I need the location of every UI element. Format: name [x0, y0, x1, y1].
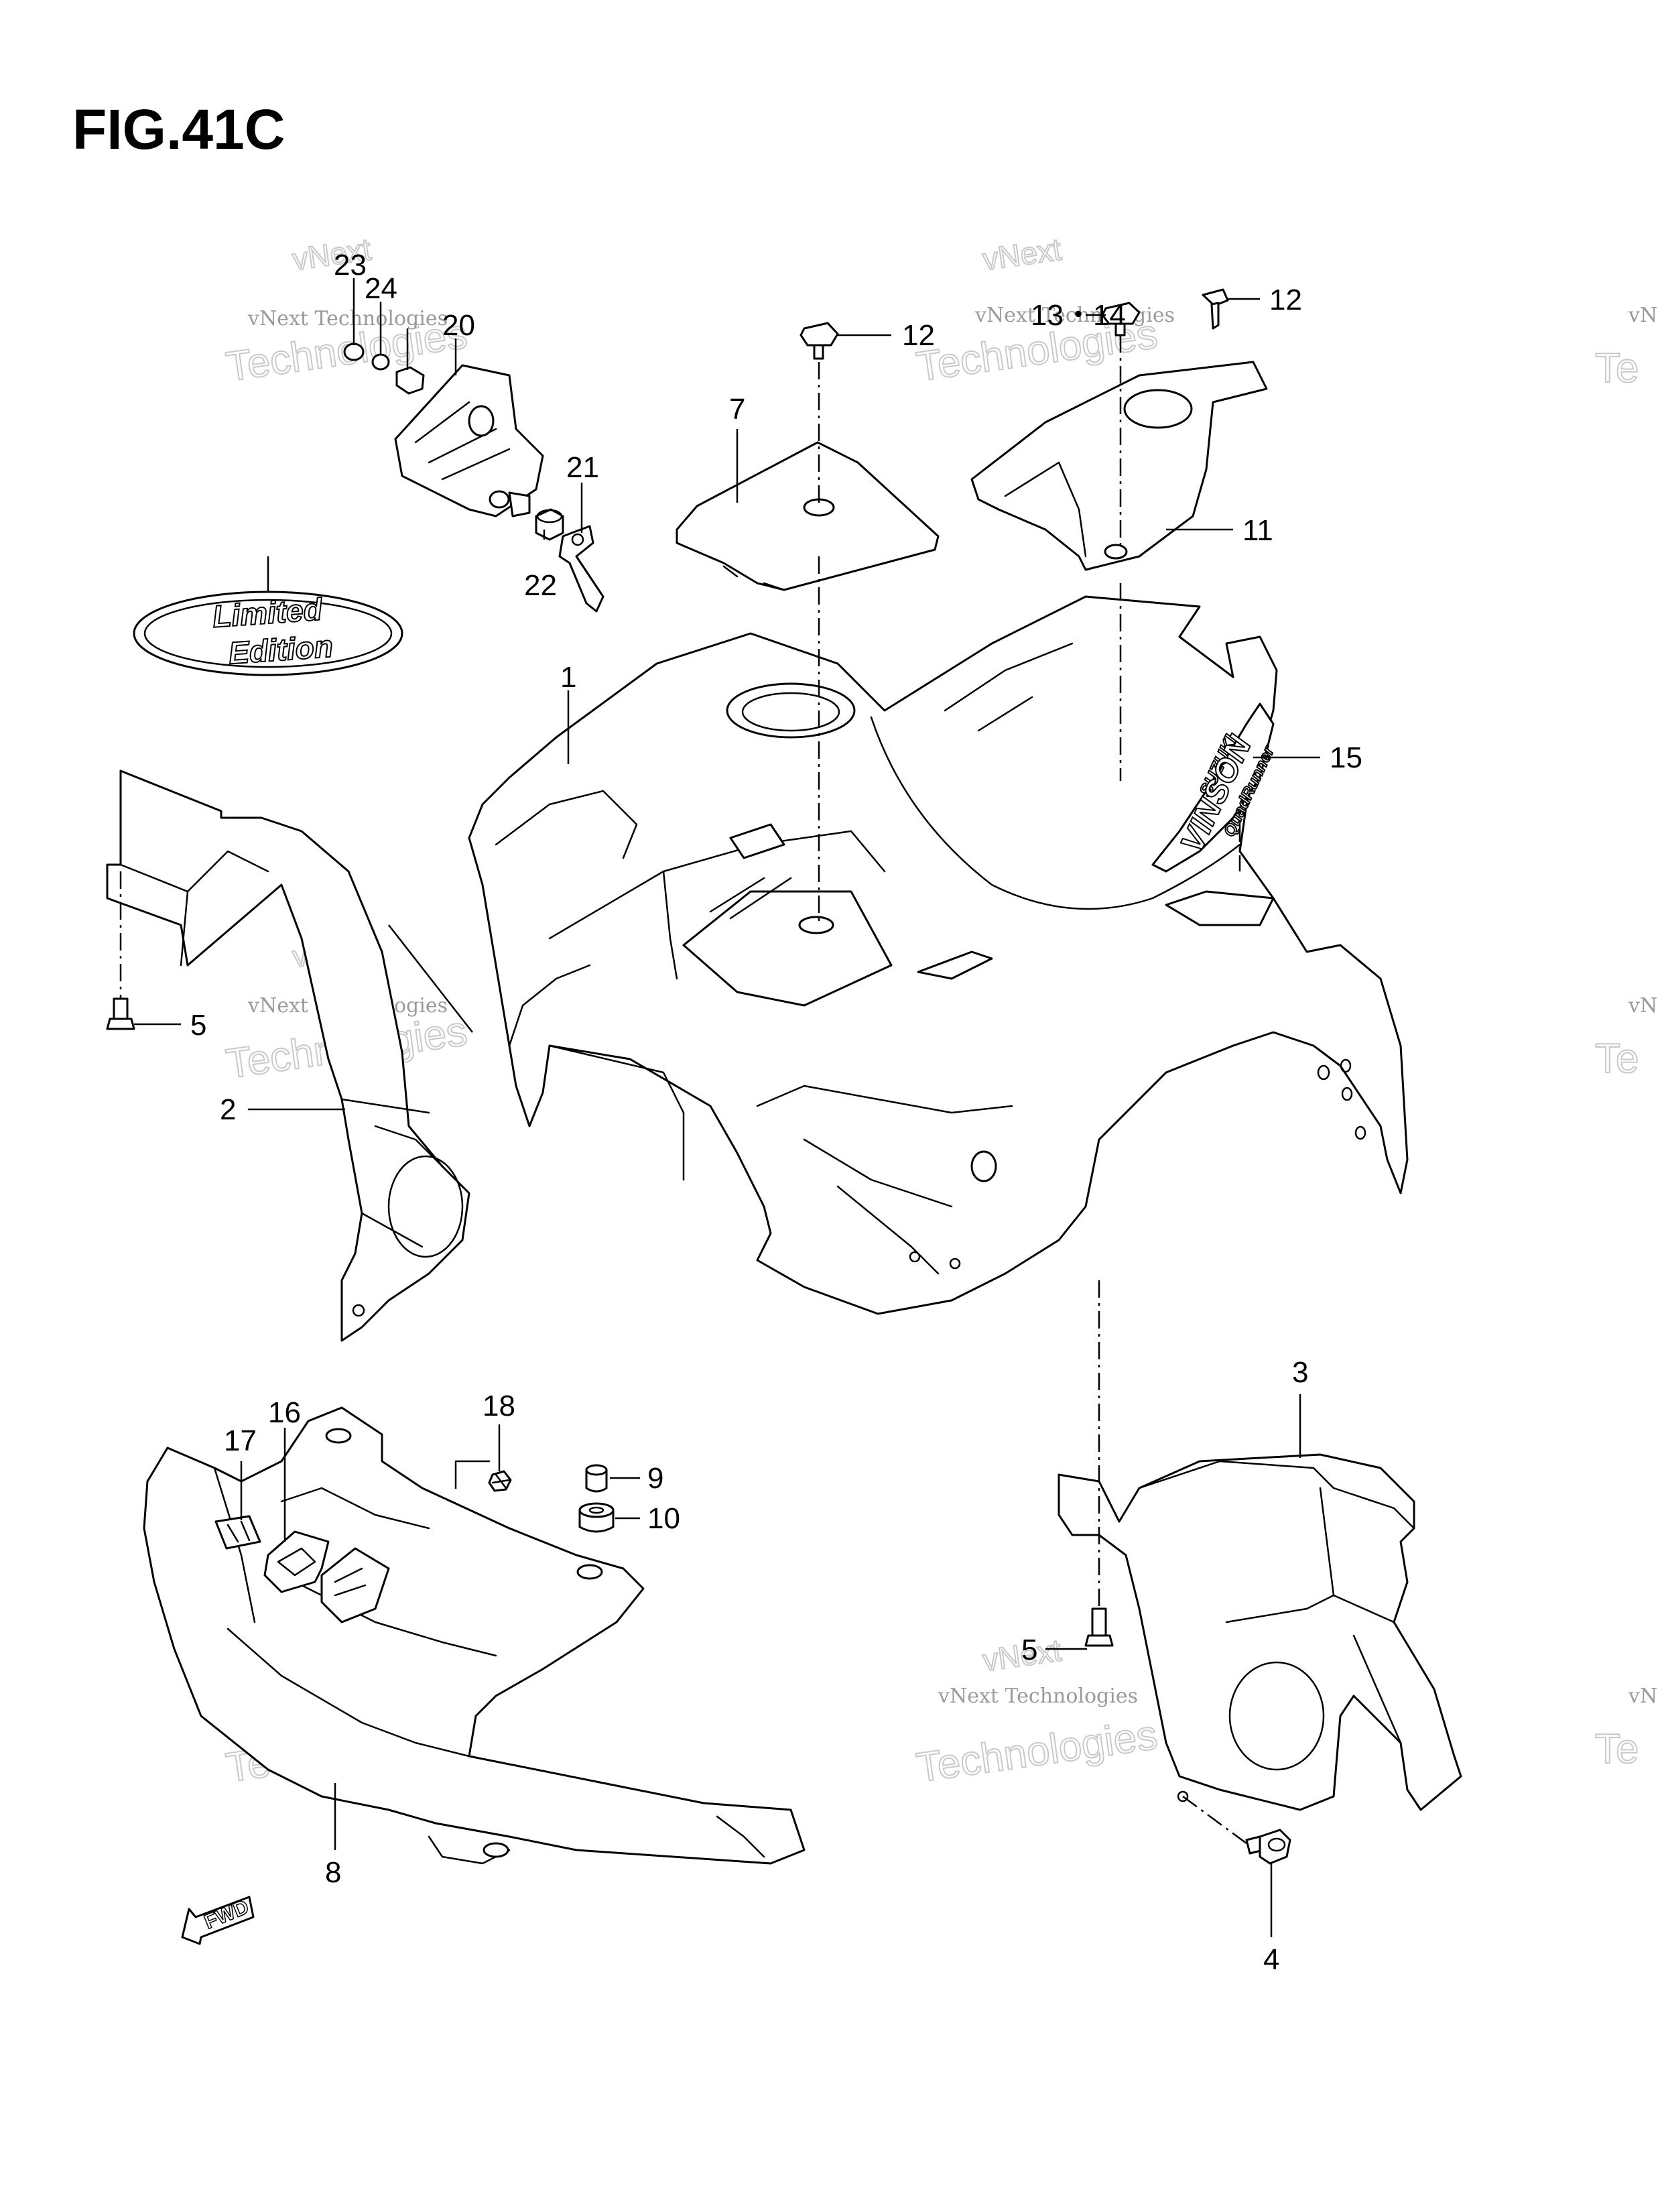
leader-lines — [134, 278, 1320, 1937]
watermark-edge: Te — [1595, 345, 1639, 391]
callout-label: 20 — [442, 309, 475, 342]
callout-label: 2 — [220, 1093, 236, 1126]
callout-label: 17 — [224, 1424, 257, 1457]
front-guard-part-7 — [143, 1406, 806, 1865]
callout-label: 15 — [1330, 741, 1362, 774]
screw-part-5-left — [106, 997, 135, 1030]
callout-label: 21 — [566, 451, 599, 484]
callout-label: 13・14 — [1031, 299, 1126, 332]
lid-part-6 — [676, 441, 940, 591]
clip-part-19 — [558, 525, 604, 613]
decal-text-limited: Limited — [211, 591, 324, 633]
callout-label: 23 — [334, 249, 367, 282]
watermark-edge: vN — [1628, 1684, 1657, 1708]
watermark-line1: vNext Technologies — [247, 307, 448, 330]
bolt-part-12-left — [800, 322, 839, 360]
callout-label: 4 — [1263, 1943, 1279, 1976]
callout-label: 5 — [190, 1009, 206, 1042]
fwd-arrow-icon: FWD — [181, 1896, 255, 1945]
watermark-line1: vNext Technologies — [974, 304, 1175, 327]
assembly-lines — [119, 335, 1247, 1845]
watermark-edge: Te — [1595, 1726, 1639, 1772]
watermark-line2: vNext — [980, 231, 1064, 277]
callout-labels: 23 24 20 21 22 7 12 13・14 12 11 1 15 5 2… — [190, 249, 1362, 1976]
callout-label: 16 — [268, 1396, 301, 1429]
inner-panel-part-3 — [1058, 1453, 1462, 1811]
callout-label: 12 — [902, 319, 935, 352]
callout-label: 7 — [729, 393, 745, 426]
watermark-line3: Technologies — [913, 1712, 1160, 1792]
callout-label: 3 — [1292, 1356, 1308, 1389]
limited-edition-decal: Limited Edition — [133, 591, 403, 676]
figure-title: FIG.41C — [72, 98, 285, 161]
cover-part-10 — [970, 361, 1268, 571]
bracket-part-18 — [394, 364, 544, 517]
front-fender-part-1: SUZUKI VINSON QuadRunner — [468, 595, 1409, 1315]
decal-text-edition: Edition — [227, 629, 334, 671]
callout-label: 11 — [1242, 514, 1273, 547]
screw-part-5-right — [1084, 1607, 1114, 1647]
collar-part-8 — [585, 1464, 608, 1493]
callout-label: 8 — [325, 1856, 341, 1889]
watermark: vNext Technologies — [222, 231, 470, 391]
watermark-edge: Te — [1595, 1036, 1639, 1082]
callout-label: 22 — [524, 569, 557, 602]
small-parts-21-23 — [343, 343, 425, 395]
watermark-edge: vN — [1628, 304, 1657, 327]
emblem-part-15 — [263, 1530, 330, 1593]
inner-panel-part-2 — [106, 770, 473, 1342]
callout-label: 24 — [365, 272, 397, 305]
nut-part-17 — [454, 1460, 512, 1492]
callout-label: 1 — [560, 661, 576, 694]
grommet-part-9 — [578, 1502, 615, 1533]
callout-label: 9 — [647, 1462, 663, 1495]
watermark-line1: vNext Technologies — [938, 1684, 1138, 1708]
callout-label: 5 — [1021, 1634, 1037, 1666]
callout-label: 12 — [1269, 284, 1302, 316]
watermark-edge: vN — [1628, 994, 1657, 1018]
callout-label: 18 — [483, 1390, 515, 1422]
emblem-part-16 — [214, 1515, 261, 1550]
callout-label: 10 — [647, 1502, 680, 1535]
grommet-part-20 — [535, 508, 564, 541]
bolt-part-4 — [1245, 1829, 1291, 1865]
screw-part-11 — [1202, 288, 1229, 330]
